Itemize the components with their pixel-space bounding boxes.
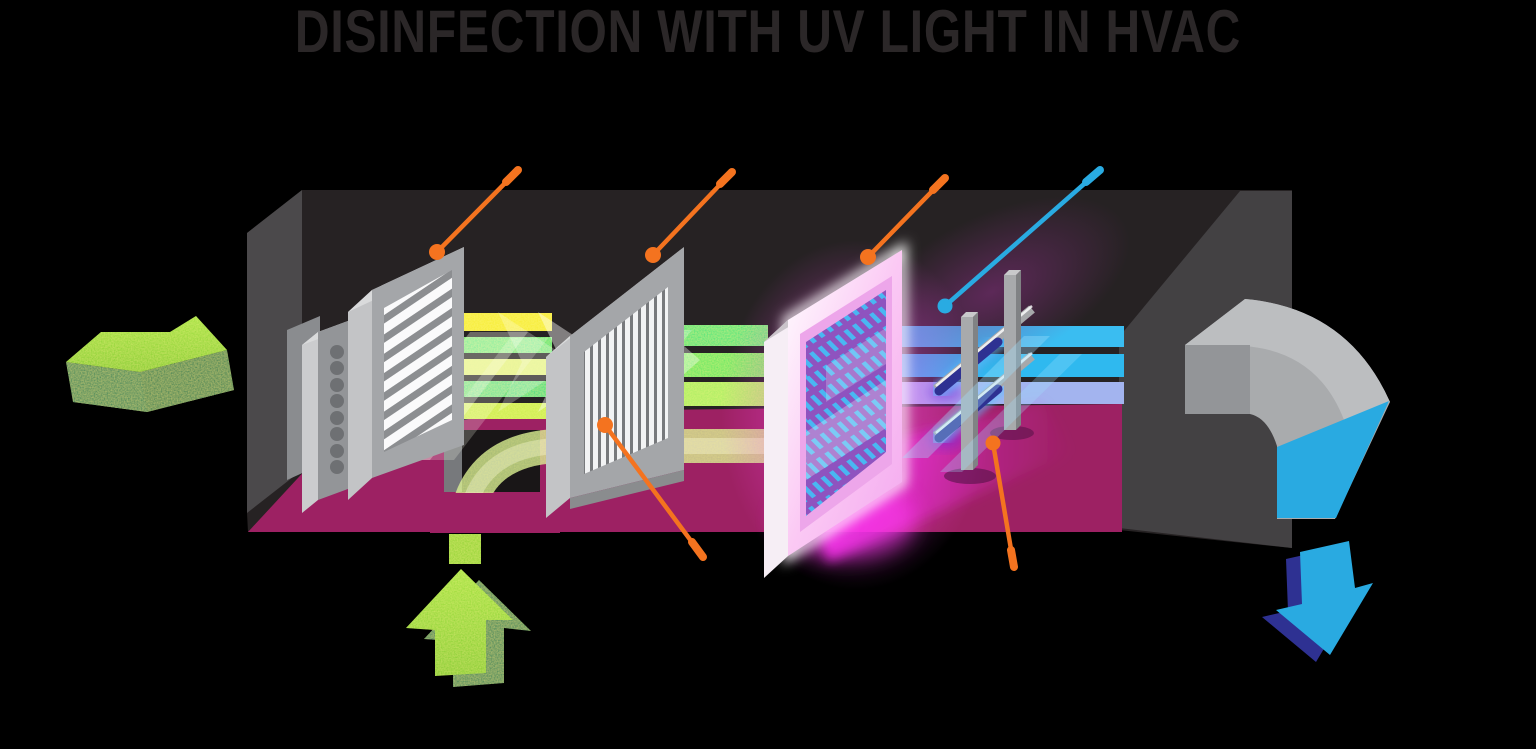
airflow-stripes-intake [448,313,552,419]
uv-beam [940,354,1082,472]
uv-beam [902,336,1050,458]
uv-serpentine-tubes [806,290,886,516]
lamp-post-back [1004,270,1021,430]
lamp-post-front [961,312,978,470]
callout-pleated-filter-media [597,417,707,561]
callouts [429,166,1104,571]
callout-louver-prefilter [429,166,522,260]
uv-lamp-panel [764,241,907,578]
intake-stub [449,534,481,564]
callout-uv-light-beam [937,166,1104,314]
clean-air-outlet [1277,401,1389,518]
callout-uv-lamp-panel [860,174,949,265]
callout-uv-lamp-fixture [985,435,1018,571]
outlet-arrow-down [1262,541,1373,662]
outlet-elbow-duct [1185,299,1390,519]
intake-arrow-bottom [406,534,531,687]
uv-tube-rows [806,297,886,509]
floor-front-patch [430,493,560,533]
pleated-filter [546,247,684,518]
louver-prefilter [302,247,464,513]
perforated-plate [302,318,356,513]
uv-lamp-fixture [902,270,1082,484]
diagram-title: DISINFECTION WITH UV LIGHT IN HVAC [294,0,1242,65]
louver-slats [384,270,452,452]
intake-arrow-left [66,316,234,412]
callout-pleated-filter-top [645,168,736,263]
